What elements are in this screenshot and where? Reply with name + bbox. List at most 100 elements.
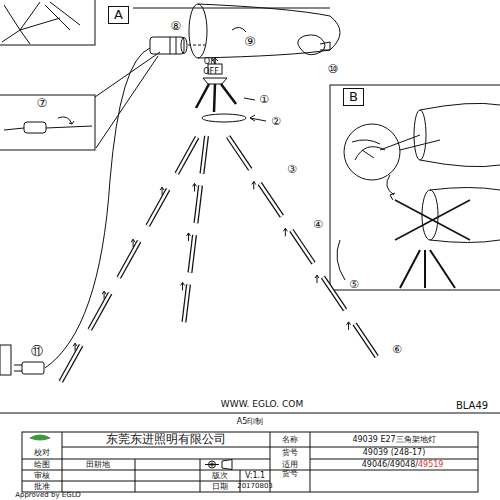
lamp-shade (420, 103, 500, 166)
leg-segment (190, 235, 195, 273)
lamp-socket (150, 37, 184, 54)
callout-number: ② (271, 116, 281, 128)
tripod-legs (61, 136, 377, 382)
panel-letter: A (114, 7, 123, 22)
assembly-arrow (193, 183, 197, 191)
callout-number: ③ (287, 164, 297, 176)
table-cell: 49039 E27三角架地灯 (352, 436, 435, 445)
spreader-plate (202, 114, 246, 122)
table-cell: 20170803 (237, 483, 273, 491)
leg-segment (184, 284, 189, 322)
switch-label: ON (204, 58, 216, 67)
leg-segment (190, 235, 195, 273)
leg-segment (119, 241, 139, 277)
table-cell: 适用 货号 (281, 461, 299, 479)
leg-segment (260, 183, 282, 216)
assembly-arrow (347, 322, 351, 330)
switch-frame (0, 95, 95, 150)
leg-segment (323, 277, 345, 310)
table-cell: 名称 (282, 436, 298, 445)
leg-segment (148, 189, 168, 225)
tripod (400, 250, 455, 288)
callout-number: ⑨ (244, 35, 256, 49)
leg-segment (291, 230, 313, 263)
website: WWW. EGLO. COM (221, 400, 303, 410)
leg-segment (323, 277, 345, 310)
assembly-arrow (160, 187, 164, 195)
frame-line (133, 8, 330, 9)
light-bulb (298, 35, 325, 55)
footer-line (0, 413, 500, 414)
shade-sketch (45, 2, 80, 30)
leg-segment (260, 183, 282, 216)
assembly-arrow (187, 233, 191, 241)
company-name: 东莞东进照明有限公司 (106, 433, 226, 446)
turn-arrow (58, 117, 74, 124)
callout-number: ⑩ (328, 63, 339, 76)
plug (22, 362, 44, 374)
leg-segment (196, 185, 201, 223)
leg-segment (291, 230, 313, 263)
leg-segment (228, 137, 250, 170)
cable (4, 126, 92, 130)
magnifier (344, 124, 400, 180)
callout-number: ⑪ (31, 345, 43, 358)
assembly-arrow (252, 181, 256, 189)
callout-number: ④ (313, 219, 323, 231)
switch-label: OFF (203, 68, 219, 77)
table-cell: 49046/49048/ (362, 460, 418, 469)
leg-segment (202, 136, 207, 174)
leg-segment (228, 137, 250, 170)
panel-letter: B (349, 89, 358, 104)
title-block (22, 432, 478, 492)
tripod-sketch (2, 2, 60, 44)
document-code: BLA49 (456, 400, 488, 411)
assembly-arrow (283, 228, 287, 236)
table-cell: V:1.1 (245, 471, 265, 480)
leg-segment (177, 137, 197, 173)
table-cell: 货号 (282, 449, 298, 458)
panel-label: A (108, 6, 129, 24)
wall-socket (0, 345, 11, 375)
assembly-arrow (181, 282, 185, 290)
leader-line (95, 52, 160, 148)
approval-note: Approved by EGLO (15, 492, 81, 500)
table-cell: 审核 (34, 471, 50, 480)
assembly-arrow (315, 275, 319, 283)
leg-segment (355, 324, 377, 357)
leg-segment (184, 284, 189, 322)
leg-segment (196, 185, 201, 223)
leg-segment (61, 345, 81, 381)
table-cell: 日期 (212, 482, 228, 491)
leg-segment (90, 293, 110, 329)
print-note: A5印制 (237, 418, 264, 427)
callout-number: ⑦ (37, 97, 48, 110)
table-cell: 校对 (34, 449, 50, 458)
leg-segment (90, 293, 110, 329)
cross-mark (395, 200, 470, 240)
tripod-head (203, 78, 227, 84)
leg-segment (119, 241, 139, 277)
leg-segment (148, 189, 168, 225)
callout-number: ⑧ (171, 20, 182, 33)
table-cell: 田耕地 (86, 460, 110, 469)
leg-segment (61, 345, 81, 381)
lamp-shade (189, 4, 207, 58)
switch (24, 122, 46, 133)
projection-symbol (205, 460, 232, 470)
power-cable (45, 48, 150, 368)
assembly-arrow (102, 291, 106, 299)
company-logo (30, 435, 50, 440)
leg-segment (177, 137, 197, 173)
table-cell: 49519 (418, 460, 443, 469)
assembly-arrow (131, 239, 135, 247)
panel-label: B (343, 88, 364, 106)
table-cell: 绘图 (34, 460, 50, 469)
detail-frame (0, 0, 95, 45)
callout-number: ⑤ (349, 279, 359, 291)
table-cell: 批准 (34, 482, 50, 491)
detail-panel (330, 85, 500, 290)
leg-segment (202, 136, 207, 174)
assembly-arrow (73, 343, 77, 351)
